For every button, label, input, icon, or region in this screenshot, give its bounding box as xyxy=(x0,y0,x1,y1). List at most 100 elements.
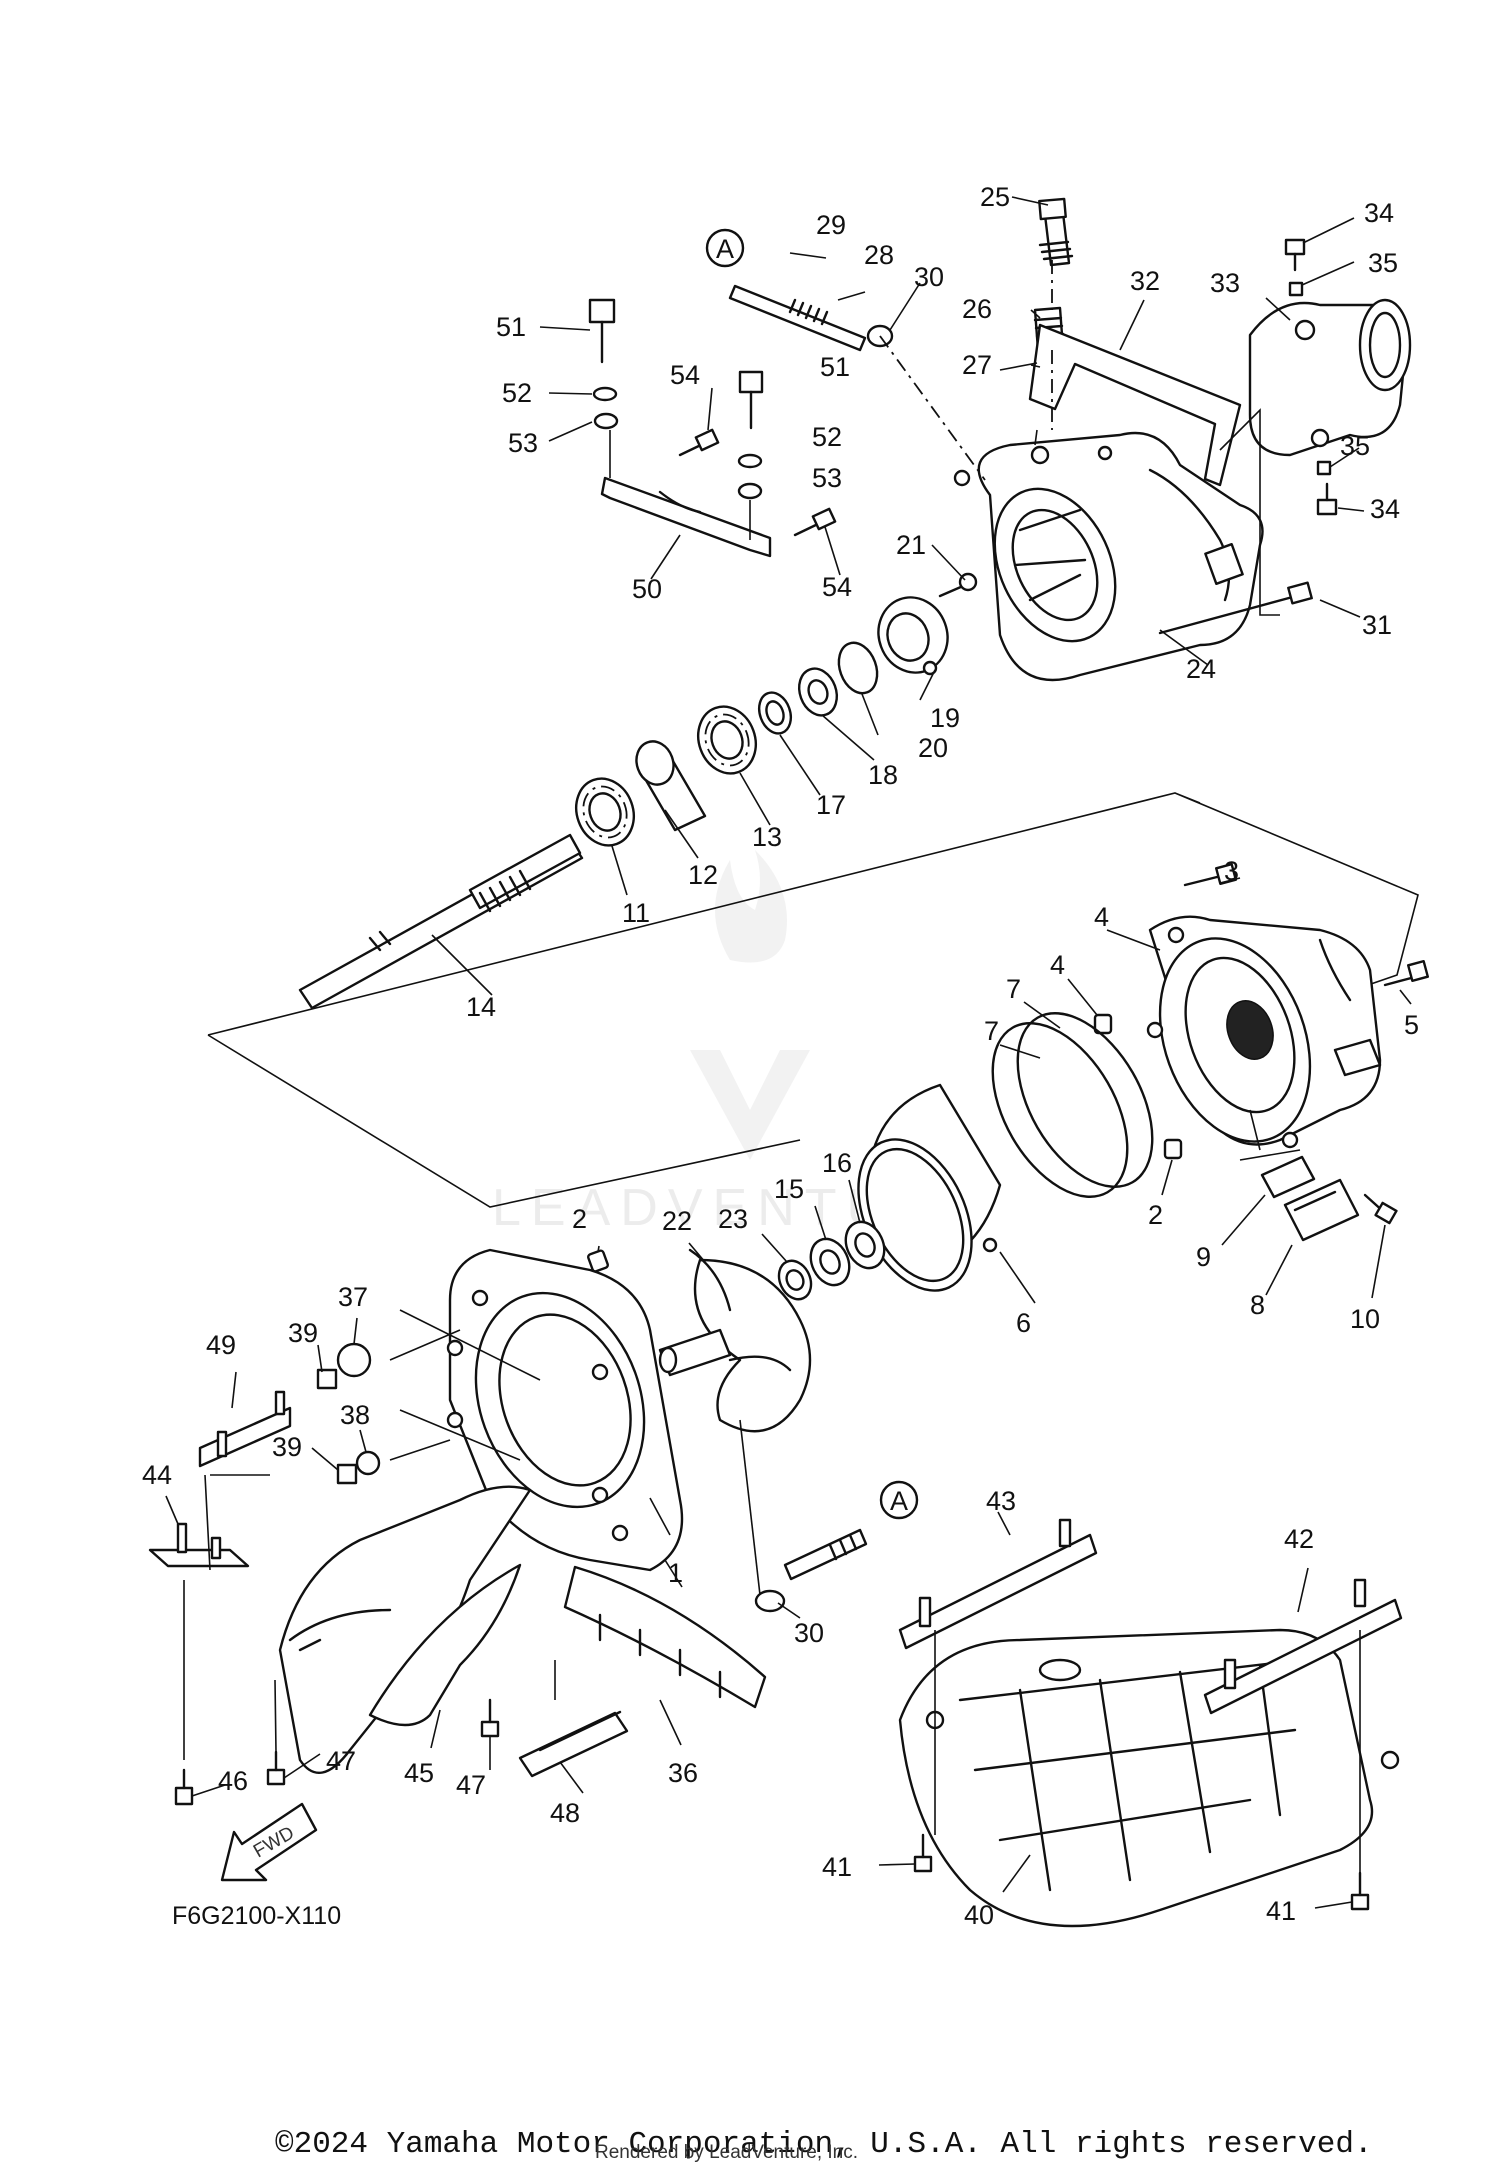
part-47-bolt-mid xyxy=(480,1698,500,1738)
part-34-bolt-top xyxy=(1284,238,1306,272)
label-4-mid: 4 xyxy=(1050,950,1065,980)
part-25-fitting xyxy=(1038,197,1074,267)
part-45-ride-plate xyxy=(278,1485,532,1775)
jet-housing-group xyxy=(298,197,1412,1010)
label-4-top: 4 xyxy=(1094,902,1109,932)
label-7-b: 7 xyxy=(984,1016,999,1046)
label-11: 11 xyxy=(622,898,650,928)
label-41-left: 41 xyxy=(822,1852,852,1882)
part-12-spacer xyxy=(635,740,707,832)
label-51-left: 51 xyxy=(496,312,526,342)
label-16: 16 xyxy=(822,1148,852,1178)
label-26: 26 xyxy=(962,294,992,324)
part-40-intake-grate xyxy=(898,1628,1400,1928)
part-22-impeller xyxy=(658,1248,812,1433)
label-9: 9 xyxy=(1196,1242,1211,1272)
label-13: 13 xyxy=(752,822,782,852)
label-48: 48 xyxy=(550,1798,580,1828)
label-12: 12 xyxy=(688,860,718,890)
part-16-ring xyxy=(844,1220,886,1270)
part-51-bolt-right xyxy=(738,370,764,430)
part-52-washer-left xyxy=(592,386,618,402)
label-3: 3 xyxy=(1224,856,1239,886)
label-35-bottom: 35 xyxy=(1340,431,1370,461)
part-42-rail xyxy=(1203,1578,1403,1715)
part-31-long-bolt xyxy=(1158,581,1313,635)
part-24-housing xyxy=(953,431,1264,682)
part-48-bracket xyxy=(518,1710,629,1778)
label-41-right: 41 xyxy=(1266,1896,1296,1926)
part-21-bolt xyxy=(938,572,978,598)
part-7-o-ring-a xyxy=(991,1022,1129,1198)
label-45: 45 xyxy=(404,1758,434,1788)
label-50: 50 xyxy=(632,574,662,604)
ref-marker-a-bottom-label: A xyxy=(890,1486,908,1516)
label-1: 1 xyxy=(668,1558,683,1588)
part-28-29-rod xyxy=(728,284,867,352)
label-28: 28 xyxy=(864,240,894,270)
label-35-top: 35 xyxy=(1368,248,1398,278)
part-11-bearing xyxy=(575,777,635,847)
part-50-bracket xyxy=(600,476,772,558)
part-34-bolt-bottom xyxy=(1316,482,1338,516)
label-43: 43 xyxy=(986,1486,1016,1516)
part-9-gasket xyxy=(1260,1155,1316,1199)
label-21: 21 xyxy=(896,530,926,560)
label-2-left: 2 xyxy=(572,1204,587,1234)
label-29: 29 xyxy=(816,210,846,240)
part-49-bracket xyxy=(198,1390,292,1468)
label-34-bottom: 34 xyxy=(1370,494,1400,524)
label-53-left: 53 xyxy=(508,428,538,458)
part-47-bolt-left xyxy=(266,1750,286,1786)
watermark-logo xyxy=(690,850,810,1160)
label-47-left: 47 xyxy=(326,1746,356,1776)
label-14: 14 xyxy=(466,992,496,1022)
part-8-plate xyxy=(1283,1178,1360,1242)
part-15-ring xyxy=(809,1237,851,1287)
part-3-bolt xyxy=(1183,863,1237,887)
rendered-by-notice: Rendered by LeadVenture, Inc. xyxy=(595,2142,858,2163)
label-7-a: 7 xyxy=(1006,974,1021,1004)
label-52-left: 52 xyxy=(502,378,532,408)
part-17-washer xyxy=(757,691,793,735)
part-51-bolt-left xyxy=(588,298,616,364)
part-6-liner xyxy=(857,1083,1002,1292)
part-labels: 25 29 28 30 26 27 32 33 34 35 35 34 31 2… xyxy=(142,182,1419,1930)
part-7-o-ring-b xyxy=(1016,1012,1154,1188)
label-17: 17 xyxy=(816,790,846,820)
label-32: 32 xyxy=(1130,266,1160,296)
label-27: 27 xyxy=(962,350,992,380)
label-39-top: 39 xyxy=(288,1318,318,1348)
part-53-washer-left xyxy=(593,412,619,430)
part-23-washer xyxy=(777,1259,813,1301)
part-14-drive-shaft xyxy=(298,833,584,1010)
label-24: 24 xyxy=(1186,654,1216,684)
part-33-nozzle xyxy=(1248,298,1412,457)
part-36-block xyxy=(563,1565,767,1709)
part-19-cover xyxy=(877,596,949,676)
part-39-nut-bottom xyxy=(336,1463,358,1485)
part-4-dowel xyxy=(1093,1013,1113,1035)
part-54-bolt-right xyxy=(793,507,837,537)
label-30-top: 30 xyxy=(914,262,944,292)
label-40: 40 xyxy=(964,1900,994,1930)
ref-marker-a-top: A xyxy=(705,228,745,268)
label-54-left: 54 xyxy=(670,360,700,390)
part-53-washer-right xyxy=(737,482,763,500)
leader-lines xyxy=(165,196,1412,1909)
part-2-dowel-right xyxy=(1163,1138,1183,1160)
part-52-washer-right xyxy=(737,453,763,469)
fwd-arrow-icon: FWD xyxy=(220,1802,318,1882)
label-23: 23 xyxy=(718,1204,748,1234)
label-15: 15 xyxy=(774,1174,804,1204)
label-6: 6 xyxy=(1016,1308,1031,1338)
label-49: 49 xyxy=(206,1330,236,1360)
part-28-29-rod-lower xyxy=(783,1528,868,1581)
label-54-right: 54 xyxy=(822,572,852,602)
part-20-o-ring xyxy=(837,641,879,695)
label-38: 38 xyxy=(340,1400,370,1430)
label-33: 33 xyxy=(1210,268,1240,298)
label-19: 19 xyxy=(930,703,960,733)
label-34-top: 34 xyxy=(1364,198,1394,228)
mid-group xyxy=(587,863,1429,1433)
